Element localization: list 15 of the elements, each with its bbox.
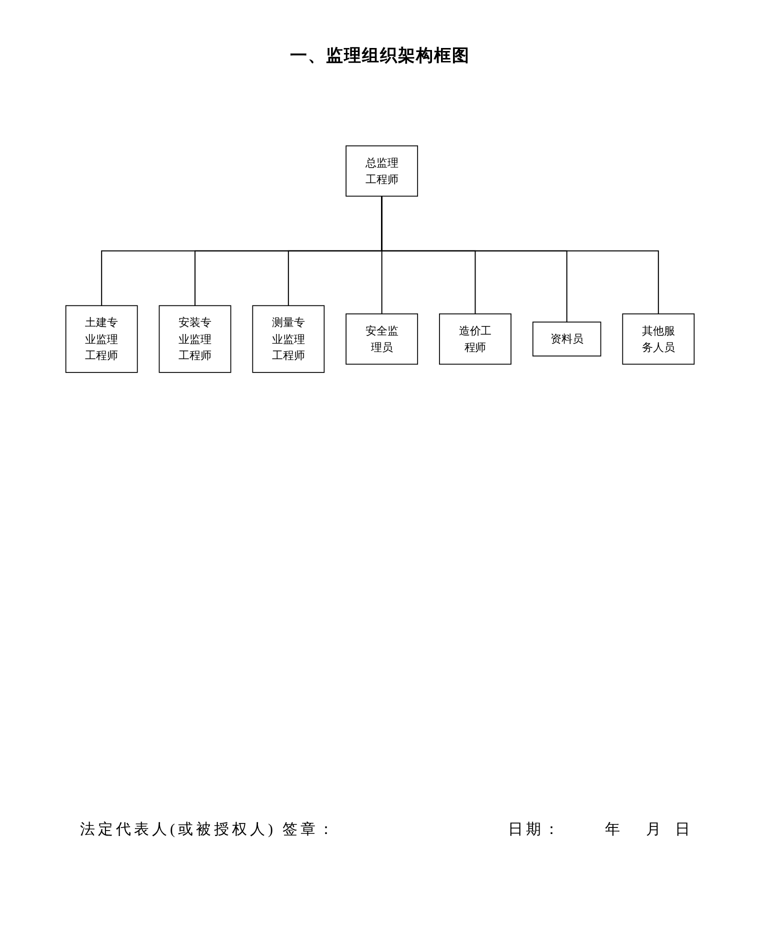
diagram-title: 一、监理组织架构框图 xyxy=(290,46,470,65)
date-label: 日期： xyxy=(508,820,562,839)
node-box: 其他服务人员 xyxy=(622,313,695,365)
node-box: 测量专业监理工程师 xyxy=(252,305,325,373)
node-box: 资料员 xyxy=(532,322,602,356)
node-box: 安装专业监理工程师 xyxy=(158,305,232,373)
month-label: 月 xyxy=(646,821,664,839)
node-box: 造价工程师 xyxy=(439,313,512,365)
node-box: 总监理工程师 xyxy=(346,145,418,197)
node-box: 安全监理员 xyxy=(346,313,418,365)
node-box: 土建专业监理工程师 xyxy=(65,305,138,373)
signature-label: 法定代表人(或被授权人) 签章： xyxy=(80,820,337,839)
year-label: 年 xyxy=(605,821,623,839)
connector xyxy=(381,196,659,314)
day-label: 日 xyxy=(675,821,693,839)
